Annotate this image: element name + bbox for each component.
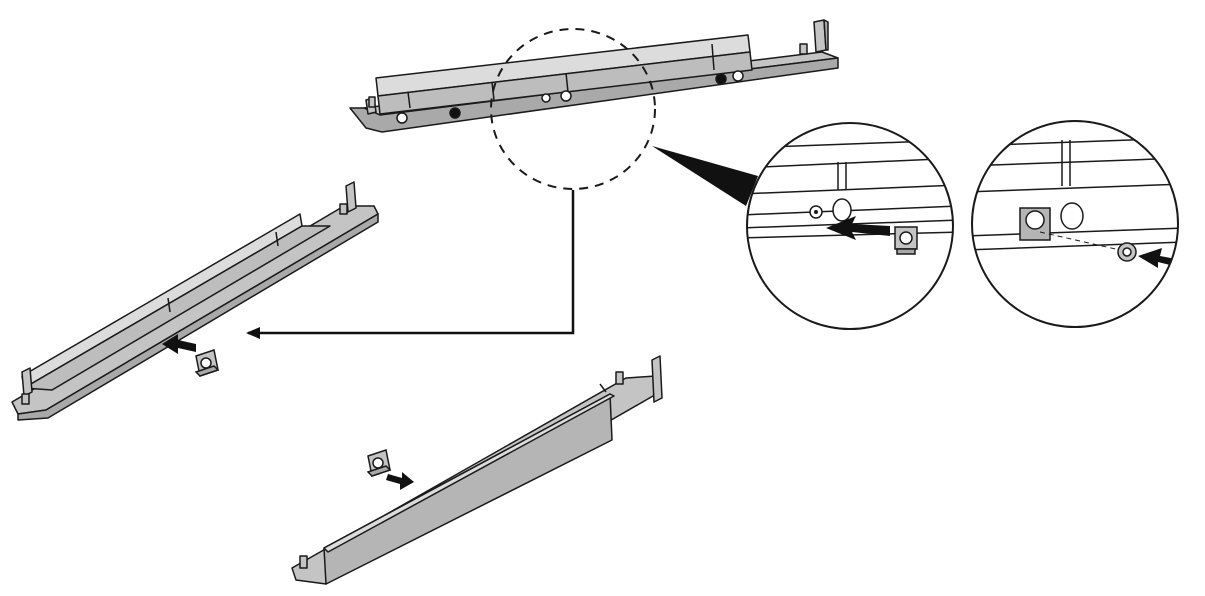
push-arrow-icon: [1138, 248, 1178, 270]
cage-nut-icon: [894, 226, 918, 255]
cage-nut-left: [194, 349, 220, 377]
rail-assembled: [349, 19, 839, 133]
detail-screw: [971, 120, 1179, 328]
screw-icon: [1117, 242, 1137, 262]
rail-right: [291, 355, 663, 585]
detail-cage-nut: [746, 122, 954, 330]
callout-wedge: [652, 146, 758, 206]
connector-arrow: [246, 190, 575, 339]
rail-left: [11, 181, 379, 421]
pull-arrow-icon: [386, 472, 414, 490]
cage-nut-right: [366, 449, 392, 477]
push-arrow-icon: [826, 216, 890, 240]
push-arrow-icon: [162, 334, 196, 354]
callout-circle: [490, 28, 656, 190]
